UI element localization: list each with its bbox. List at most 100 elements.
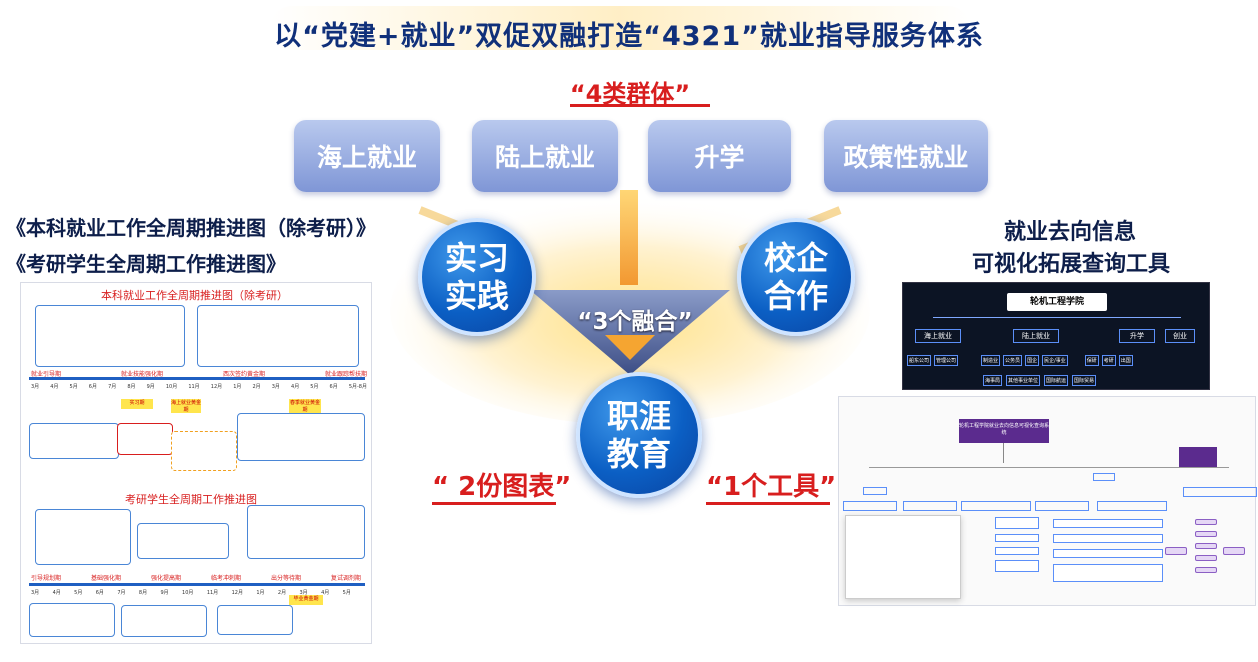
chart1-stage: 就业引导期 [31, 371, 62, 378]
chart2-note-4 [29, 603, 115, 637]
circle-internship-line1: 实习 [444, 239, 509, 277]
four-groups-label: “4类群体” [569, 80, 691, 108]
tool-l2-node: 保研 [1084, 355, 1099, 366]
chart2-month: 11月 [206, 590, 219, 596]
tool2-node [863, 487, 887, 495]
chart1-month: 5月 [69, 384, 78, 390]
circle-school-enterprise: 校企 合作 [737, 218, 855, 336]
chart2-month: 6月 [95, 590, 104, 596]
tool2-node [1179, 447, 1217, 467]
four-groups-underline [570, 104, 710, 107]
chart-title-postgrad: 《考研学生全周期工作推进图》 [6, 252, 286, 276]
tool-l3-node: 其他事业单位 [1006, 375, 1041, 386]
chart2-stage: 引导规划期 [31, 575, 62, 582]
chart2-timeline [29, 583, 365, 586]
tool2-node [995, 547, 1039, 555]
chart1-month: 8月 [127, 384, 136, 390]
tool-screenshot-light: 轮机工程学院就业去向信息可视化查询系统 [838, 396, 1257, 606]
tool-screenshot-dark: 轮机工程学院 海上就业 陆上就业 升学 创业 船东公司 管理公司 制造业 公务员… [902, 282, 1210, 390]
chart1-note-2 [197, 305, 359, 367]
tool2-node [995, 560, 1039, 572]
tool2-node [903, 501, 957, 511]
circle-career-education: 职涯 教育 [576, 372, 702, 498]
circle-school-enterprise-line2: 合作 [763, 277, 828, 315]
tool2-node [1183, 487, 1257, 497]
tool-l2-node: 出国 [1118, 355, 1133, 366]
chart2-note-6 [217, 605, 293, 635]
chart2-month: 8月 [138, 590, 148, 596]
chart2-month: 9月 [160, 590, 169, 596]
tool2-node [1053, 564, 1163, 582]
chart2-stage: 强化提高期 [150, 575, 181, 582]
tool-l2-node: 船东公司 [907, 355, 932, 366]
tool-college-node: 轮机工程学院 [1007, 293, 1107, 311]
chart1-note-1 [35, 305, 185, 367]
chart1-note-6 [237, 413, 365, 461]
tool-l1-node: 陆上就业 [1013, 329, 1059, 343]
tool2-line [1003, 443, 1004, 463]
chart2-month: 5月 [342, 590, 351, 596]
chart2-month: 5月 [74, 590, 83, 596]
tool-heading-line1: 就业去向信息 [1003, 220, 1136, 245]
tool2-node [995, 534, 1039, 542]
tool-l2-node: 考研 [1101, 355, 1116, 366]
chart2-stages: 引导规划期 基础强化期 强化提高期 临考冲刺期 出分等待期 复试调剂期 [31, 573, 361, 582]
tool-l2-node: 国企 [1025, 355, 1040, 366]
tool-l2-row: 船东公司 管理公司 制造业 公务员 国企 民企/事业 保研 考研 出国 [907, 355, 1207, 366]
chart1-title: 本科就业工作全周期推进图（除考研） [101, 289, 288, 302]
tool2-node [1195, 555, 1217, 561]
three-fusion-label: “3个融合” [577, 309, 693, 335]
tool2-node [1053, 519, 1163, 528]
tool2-popup [845, 515, 961, 599]
tool-l3-row: 海事局 其他事业单位 国际航运 国际贸易 [983, 375, 1097, 386]
chart1-month: 3月 [271, 384, 280, 390]
one-tool-underline [706, 502, 830, 505]
group-policy: 政策性就业 [824, 120, 988, 192]
chart1-tag: 实习期 [121, 399, 153, 409]
title-highlight [270, 6, 970, 50]
tool2-line [869, 467, 1229, 468]
chart1-month: 6月 [88, 384, 97, 390]
chart1-month: 1月 [233, 384, 242, 390]
group-land: 陆上就业 [472, 120, 618, 192]
chart1-month: 9月 [146, 384, 155, 390]
chart2-stage: 临考冲刺期 [210, 575, 241, 582]
chart1-tag: 海上就业黄金期 [171, 399, 202, 413]
chart2-tag: 毕业黄金期 [289, 595, 323, 605]
chart1-month: 5月-8月 [348, 384, 367, 390]
chart1-month: 11月 [188, 384, 200, 390]
group-row: 海上就业 陆上就业 升学 政策性就业 [294, 120, 988, 192]
chart2-month: 12月 [231, 590, 243, 596]
chart2-note-3 [247, 505, 365, 559]
tool-l2-node: 管理公司 [934, 355, 959, 366]
chart2-stage: 出分等待期 [270, 575, 301, 582]
chart1-month: 3月 [31, 384, 40, 390]
chart2-month: 7月 [117, 590, 126, 596]
tool-heading-line2: 可视化拓展查询工具 [971, 252, 1170, 277]
chart2-month: 10月 [182, 590, 194, 596]
chart2-month: 1月 [256, 590, 265, 596]
chart2-title: 考研学生全周期工作推进图 [125, 493, 257, 506]
chart1-tag: 春季就业黄金期 [289, 399, 321, 413]
fusion-triangle [530, 290, 730, 375]
tool2-node [995, 517, 1039, 529]
tool-l1-node: 海上就业 [915, 329, 961, 343]
tool2-root-node: 轮机工程学院就业去向信息可视化查询系统 [959, 419, 1049, 443]
chart1-stage: 西次签约黄金期 [222, 371, 265, 378]
chart2-month: 4月 [321, 590, 330, 596]
chart2-months: 3月 4月 5月 6月 7月 8月 9月 10月 11月 12月 1月 2月 3… [31, 589, 351, 596]
tool-connector [933, 317, 1181, 318]
tool2-purple-cluster [1165, 517, 1253, 581]
chart1-month: 7月 [108, 384, 117, 390]
circle-career-line2: 教育 [606, 435, 671, 473]
chart2-stage: 基础强化期 [90, 575, 121, 582]
tool2-node [1165, 547, 1187, 555]
chart2-month: 4月 [52, 590, 61, 596]
chart1-note-5 [171, 431, 237, 471]
chart1-timeline [29, 377, 365, 380]
two-charts-underline [432, 502, 556, 505]
tool-l1-node: 创业 [1165, 329, 1195, 343]
circle-career-line1: 职涯 [606, 397, 671, 435]
tool2-node [1195, 531, 1217, 537]
tool2-column [1053, 519, 1163, 591]
